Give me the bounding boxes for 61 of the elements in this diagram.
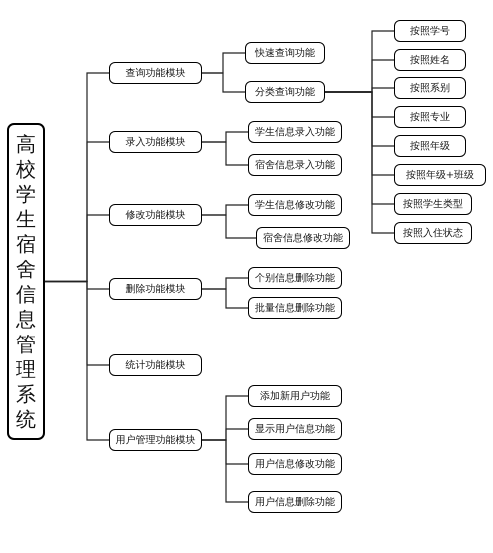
- node-label: 批量信息删除功能: [255, 302, 335, 315]
- node-label: 用户管理功能模块: [116, 434, 196, 447]
- node-label: 删除功能模块: [126, 282, 186, 296]
- node-label: 宿舍信息修改功能: [263, 232, 343, 245]
- module-box: [394, 20, 466, 42]
- node-label: 修改功能模块: [126, 208, 186, 222]
- module-box: [248, 491, 342, 513]
- node-label: 按照年级: [410, 140, 450, 153]
- title-box: [7, 123, 45, 440]
- module-box: [394, 164, 486, 186]
- node-label: 快速查询功能: [255, 46, 315, 60]
- connector-line: [202, 439, 248, 503]
- module-box: [248, 385, 342, 407]
- node-label: 宿舍信息录入功能: [255, 158, 335, 172]
- node-label: 录入功能模块: [126, 136, 186, 149]
- module-box: [248, 267, 342, 289]
- module-box: [248, 418, 342, 440]
- module-box: [248, 121, 342, 143]
- module-box: [109, 204, 202, 226]
- module-box: [394, 49, 466, 71]
- node-label: 按照系别: [410, 82, 450, 95]
- node-label: 按照年级+班级: [406, 168, 474, 182]
- connector-line: [45, 280, 109, 441]
- connector-line: [202, 141, 248, 166]
- node-label: 按照姓名: [410, 54, 450, 67]
- module-box: [248, 194, 342, 216]
- node-label: 用户信息删除功能: [255, 496, 335, 509]
- module-box: [256, 227, 350, 249]
- module-box: [109, 62, 202, 84]
- module-box: [109, 131, 202, 153]
- module-box: [245, 42, 325, 64]
- module-box: [248, 154, 342, 176]
- module-box: [394, 106, 466, 128]
- module-box: [109, 429, 202, 451]
- node-label: 用户信息修改功能: [255, 458, 335, 471]
- connector-line: [202, 72, 245, 93]
- module-box: [394, 193, 472, 215]
- module-box: [394, 77, 466, 99]
- connector-line: [325, 91, 394, 234]
- module-box: [109, 354, 202, 376]
- node-label: 分类查询功能: [255, 86, 315, 99]
- module-box: [394, 222, 472, 244]
- module-box: [245, 81, 325, 103]
- node-label: 高校学生宿舍信息管理系统: [16, 132, 36, 432]
- node-label: 个别信息删除功能: [255, 272, 335, 285]
- node-label: 学生信息修改功能: [255, 198, 335, 212]
- node-label: 显示用户信息功能: [255, 422, 335, 436]
- connector-line: [202, 288, 248, 309]
- module-box: [109, 278, 202, 300]
- module-box: [394, 135, 466, 157]
- node-label: 统计功能模块: [126, 358, 186, 372]
- node-label: 查询功能模块: [126, 66, 186, 80]
- node-label: 按照学号: [410, 24, 450, 38]
- node-label: 学生信息录入功能: [255, 126, 335, 139]
- module-box: [248, 297, 342, 319]
- connector-line: [202, 214, 256, 239]
- node-label: 按照入住状态: [403, 226, 463, 240]
- node-label: 按照学生类型: [403, 198, 463, 211]
- module-box: [248, 453, 342, 475]
- node-label: 添加新用户功能: [260, 390, 330, 403]
- node-label: 按照专业: [410, 110, 450, 124]
